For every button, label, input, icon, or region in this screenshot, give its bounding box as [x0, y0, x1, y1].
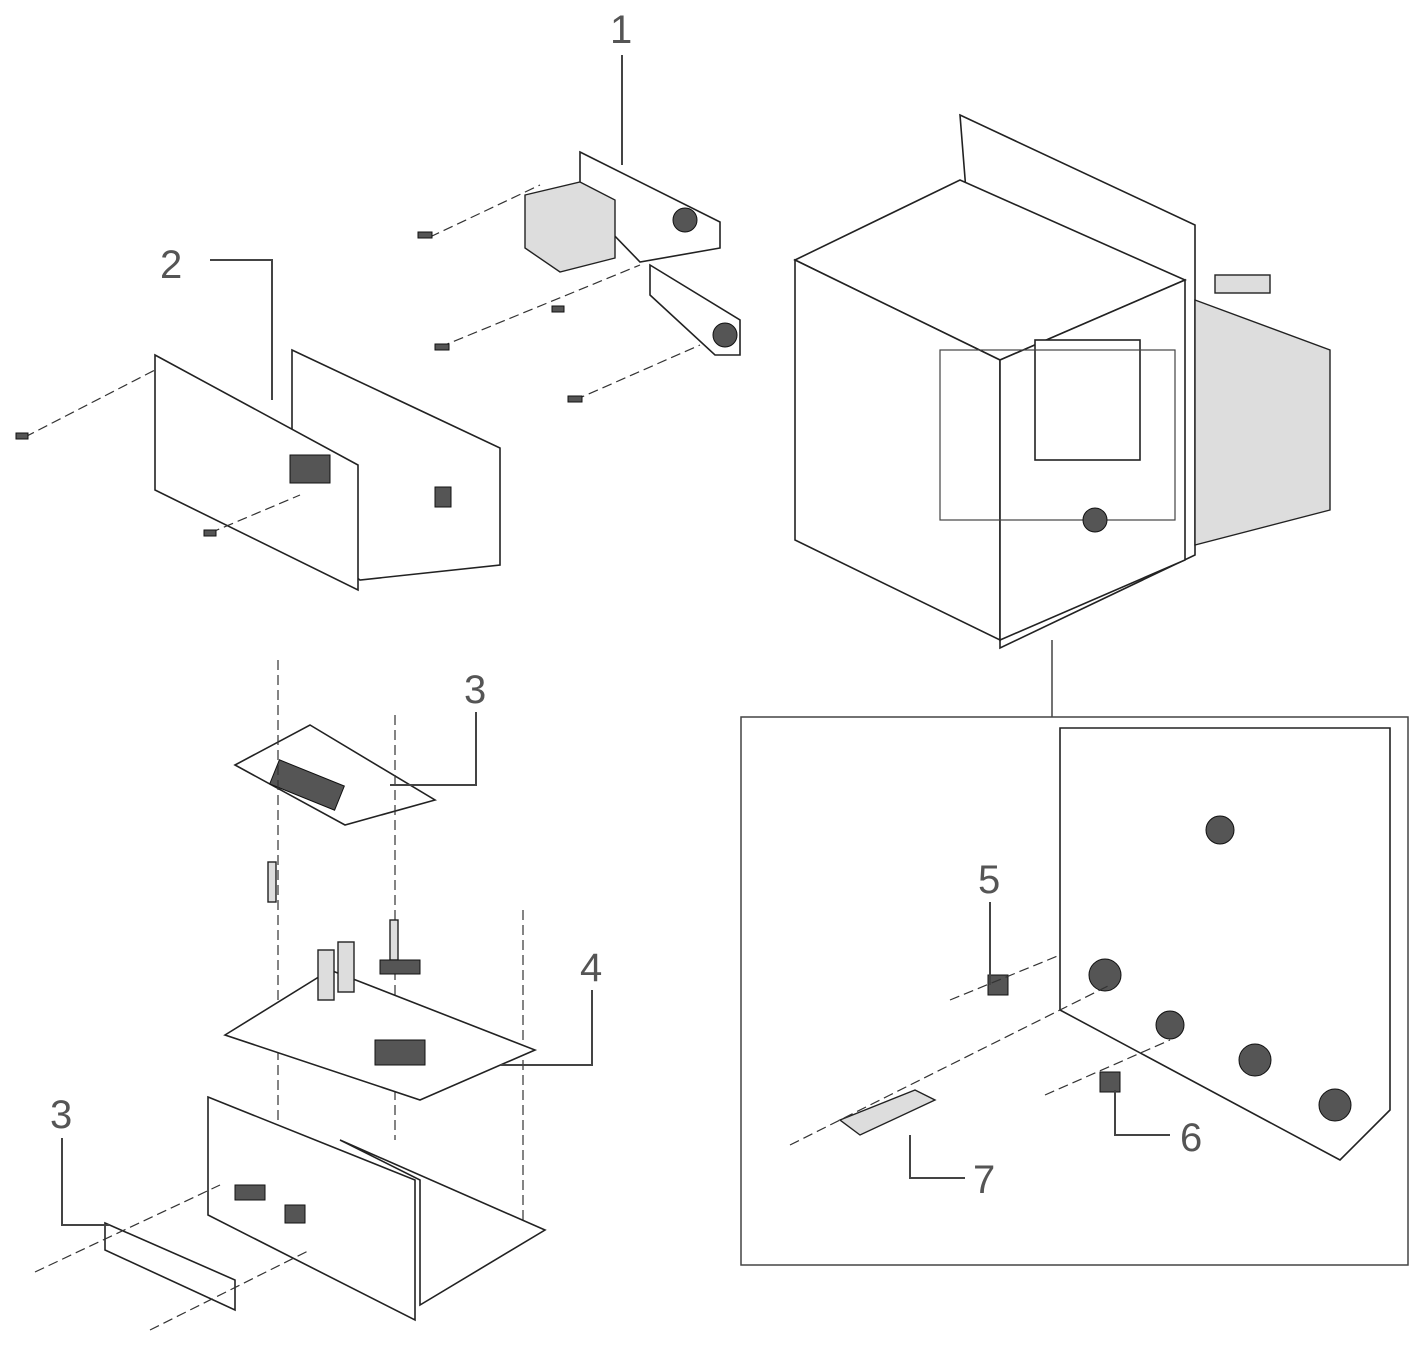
- part-2-power-supply: [15, 348, 501, 592]
- leader-line-7: [909, 1135, 965, 1179]
- part-4-main-board: [223, 941, 538, 1101]
- leader-line-6: [1114, 1090, 1170, 1136]
- callout-3-top: 3: [464, 668, 487, 712]
- callout-2: 2: [160, 243, 183, 287]
- leader-line-2: [210, 259, 273, 400]
- callout-6: 6: [1180, 1116, 1203, 1160]
- printer-frame: [793, 113, 1331, 650]
- callout-5: 5: [978, 858, 1001, 902]
- detail-inset: [740, 640, 1409, 1266]
- leader-line-3b: [61, 1138, 110, 1226]
- leader-line-3a: [390, 712, 477, 786]
- callout-1: 1: [610, 8, 633, 52]
- part-3-interface-board: [233, 660, 524, 1220]
- part-1-motor-assembly: [417, 150, 741, 403]
- callout-3-bottom: 3: [50, 1093, 73, 1137]
- callout-7: 7: [973, 1158, 996, 1202]
- part-3-rear-panel: [34, 1095, 547, 1331]
- leader-line-4: [500, 990, 593, 1066]
- callout-4: 4: [580, 946, 603, 990]
